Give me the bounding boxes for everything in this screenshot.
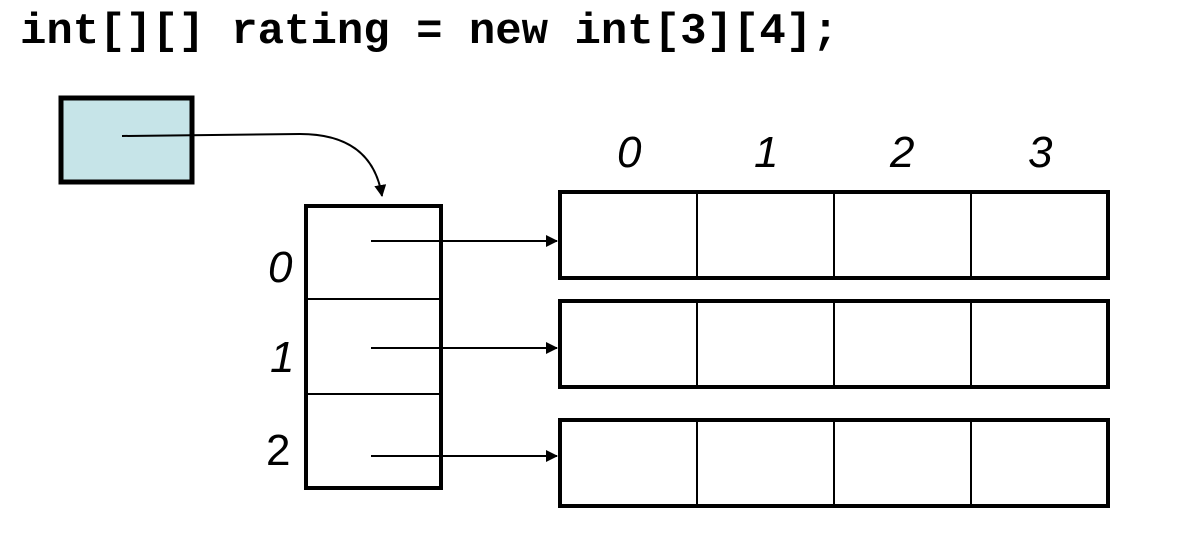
column-index-label: 2 <box>889 128 914 177</box>
reference-variable-box <box>58 95 195 185</box>
row-index-label: 0 <box>268 243 293 292</box>
data-row-array-0 <box>558 190 1110 280</box>
reference-pointer-arrow <box>121 132 387 197</box>
code-statement: int[][] rating = new int[3][4]; <box>20 7 839 57</box>
column-index-label: 1 <box>754 128 778 177</box>
row-index-label: 1 <box>270 333 294 382</box>
row-index-label: 2 <box>266 426 290 475</box>
column-index-label: 0 <box>617 128 642 177</box>
column-index-label: 3 <box>1028 128 1053 177</box>
data-row-array-2 <box>558 418 1110 508</box>
data-row-array-1 <box>558 299 1110 389</box>
